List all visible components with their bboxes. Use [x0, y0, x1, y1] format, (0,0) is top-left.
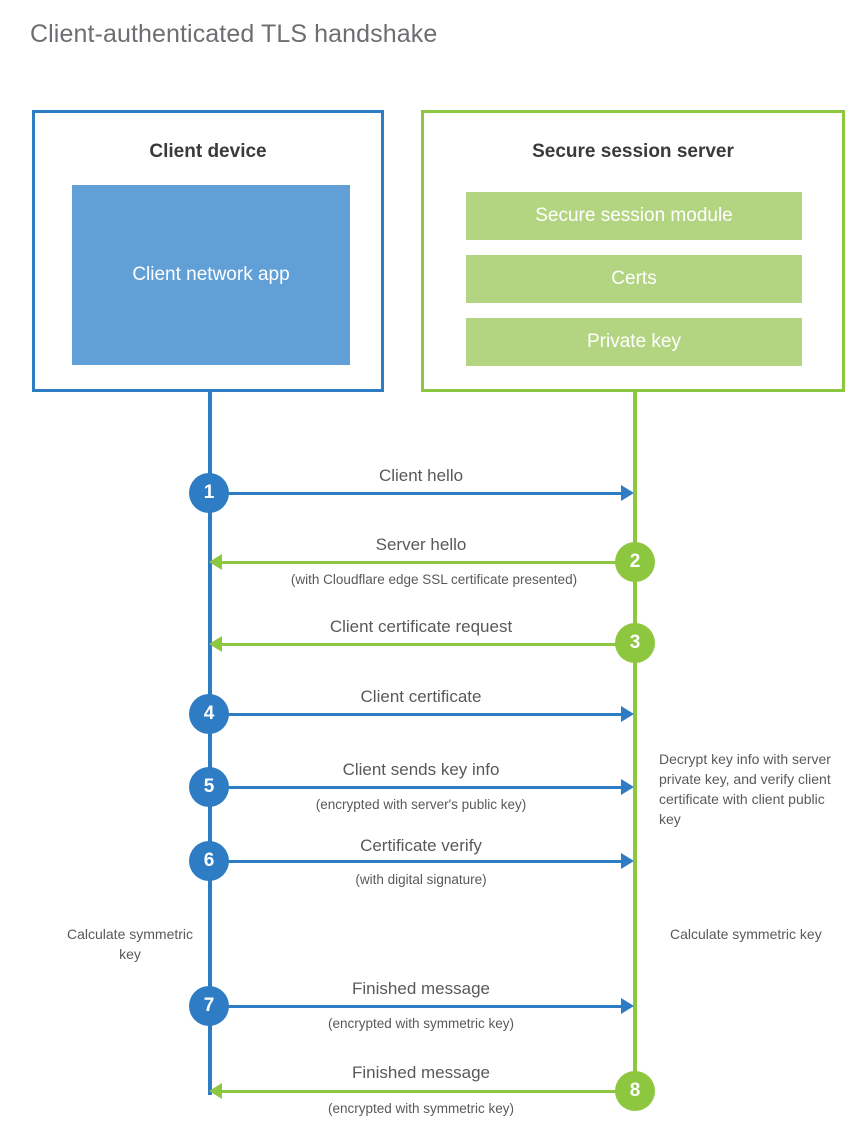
- step-4-arrow-head: [621, 706, 634, 722]
- step-7-label: Finished message: [352, 979, 490, 998]
- step-8-sublabel: (encrypted with symmetric key): [327, 1101, 515, 1116]
- step-5-arrow-line: [210, 786, 622, 789]
- step-6-sublabel: (with digital signature): [355, 872, 487, 887]
- secure-session-server-title: Secure session server: [532, 141, 734, 162]
- step-4-label: Client certificate: [360, 687, 482, 706]
- step-3-label: Client certificate request: [329, 617, 513, 636]
- step-3-badge: 3: [615, 623, 655, 663]
- step-5-arrow-head: [621, 779, 634, 795]
- server-block-private-key: Private key: [466, 318, 802, 366]
- step-6-label: Certificate verify: [360, 836, 482, 855]
- step-1-arrow-head: [621, 485, 634, 501]
- step-5-badge: 5: [189, 767, 229, 807]
- note-decrypt-key-info: Decrypt key info with server private key…: [659, 751, 831, 827]
- step-5-label: Client sends key info: [342, 760, 500, 779]
- note-calculate-symmetric-key-server: Calculate symmetric key: [670, 926, 822, 942]
- step-6-badge: 6: [189, 841, 229, 881]
- step-8-arrow-head: [209, 1083, 222, 1099]
- step-8-badge: 8: [615, 1071, 655, 1111]
- client-network-app-block: Client network app: [72, 185, 350, 365]
- secure-session-server-box: Secure session server Secure session mod…: [421, 110, 845, 392]
- step-4-badge: 4: [189, 694, 229, 734]
- step-2-badge: 2: [615, 542, 655, 582]
- step-5-sublabel: (encrypted with server's public key): [315, 797, 527, 812]
- step-7-arrow-head: [621, 998, 634, 1014]
- step-4-arrow-line: [210, 713, 622, 716]
- step-7-sublabel: (encrypted with symmetric key): [327, 1016, 515, 1031]
- step-2-arrow-head: [209, 554, 222, 570]
- server-block-secure-session-module: Secure session module: [466, 192, 802, 240]
- step-7-arrow-line: [210, 1005, 622, 1008]
- server-lifeline: [633, 392, 637, 1095]
- note-calculate-symmetric-key-client: Calculate symmetric key: [66, 926, 194, 962]
- step-2-sublabel: (with Cloudflare edge SSL certificate pr…: [290, 572, 578, 587]
- step-6-arrow-head: [621, 853, 634, 869]
- step-1-badge: 1: [189, 473, 229, 513]
- step-7-badge: 7: [189, 986, 229, 1026]
- step-2-arrow-line: [222, 561, 634, 564]
- client-device-box: Client device Client network app: [32, 110, 384, 392]
- step-3-arrow-head: [209, 636, 222, 652]
- step-6-arrow-line: [210, 860, 622, 863]
- step-8-label: Finished message: [352, 1063, 490, 1082]
- step-2-label: Server hello: [375, 535, 467, 554]
- step-8-arrow-line: [222, 1090, 634, 1093]
- page-title: Client-authenticated TLS handshake: [30, 20, 438, 48]
- server-block-certs: Certs: [466, 255, 802, 303]
- client-device-title: Client device: [149, 141, 267, 162]
- step-1-label: Client hello: [378, 466, 464, 485]
- step-3-arrow-line: [222, 643, 634, 646]
- client-lifeline: [208, 392, 212, 1095]
- step-1-arrow-line: [210, 492, 622, 495]
